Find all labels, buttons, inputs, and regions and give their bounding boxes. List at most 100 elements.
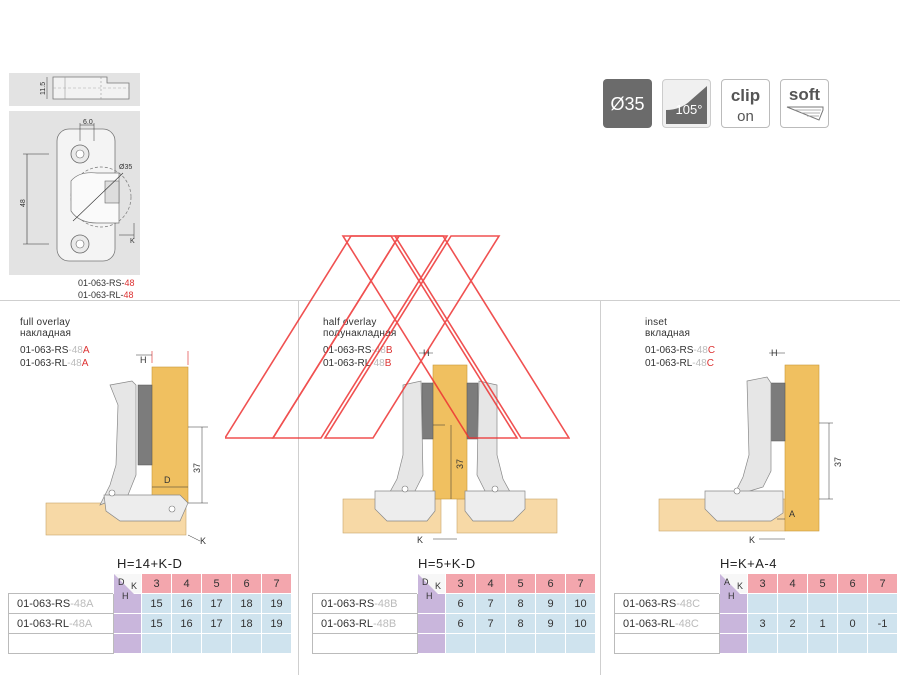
top-code-rl-base: 01-063-RL- (78, 290, 124, 300)
table-cell: 18 (231, 613, 262, 634)
top-code-rs: 01-063-RS-48 (78, 278, 135, 288)
table-cell: 15 (141, 593, 172, 614)
panel1-dim-k: K (200, 536, 206, 545)
table-header-cell: 4 (777, 573, 808, 594)
table-cell (171, 633, 202, 654)
table-lavender-cell (719, 633, 748, 654)
row-label-text: 01-063-RS (321, 597, 375, 610)
table-header-cell: 7 (565, 573, 596, 594)
corner-top-label: D (422, 577, 429, 587)
hinge-side-view: 11.5 (9, 73, 140, 106)
dim-11-5-label: 11.5 (40, 82, 47, 95)
table-cell (777, 593, 808, 614)
row-label-text: 01-063-RS (623, 597, 677, 610)
hinge-arm (732, 376, 772, 498)
mounting-plate (103, 494, 189, 522)
hinge-arm-right (476, 380, 516, 502)
panel1-title-ru: накладная (20, 328, 72, 339)
panel2-dim-k: K (417, 535, 423, 545)
panel1-code-rs-mid: -48 (68, 345, 83, 356)
panel3-dim-a: A (789, 509, 795, 519)
table-corner: D K H (113, 573, 142, 601)
table-cell: 19 (261, 613, 292, 634)
panel1-code-rl-mid: -48 (67, 358, 82, 369)
table-row: 01-063-RS-48C (614, 593, 898, 614)
table-header-cell: 3 (747, 573, 778, 594)
soft-text: soft (789, 85, 821, 104)
top-code-rl: 01-063-RL-48 (78, 290, 134, 300)
table-cell (535, 633, 566, 654)
table-lavender-cell (113, 633, 142, 654)
panel2-dim-h: H (423, 348, 430, 358)
table-row-label (8, 633, 114, 654)
table-row-label: 01-063-RS-48C (614, 593, 720, 614)
panel3-dim-h: H (771, 348, 778, 358)
dim-48-label: 48 (20, 199, 27, 207)
panel2-title-en: half overlay (323, 317, 377, 328)
table-row (312, 633, 596, 654)
corner-top-label: A (724, 577, 730, 587)
table-cell (807, 633, 838, 654)
table-row (8, 633, 292, 654)
top-code-rs-base: 01-063-RS- (78, 278, 125, 288)
panel1-code-rl: 01-063-RL-48A (20, 358, 88, 369)
dim-k-label: K (130, 238, 135, 245)
table-header-row: D K H 3 4 5 6 7 (9, 573, 292, 601)
panel3-code-rl-mid: -48 (692, 358, 707, 369)
panel2-title-ru: полунакладная (323, 328, 397, 339)
table-cell (565, 633, 596, 654)
row-label-text: 01-063-RL (17, 617, 69, 630)
table-cell: 17 (201, 593, 232, 614)
corner-top-label: D (118, 577, 125, 587)
table-cell: 9 (535, 613, 566, 634)
table-cell (505, 633, 536, 654)
panel3-formula: H=K+A-4 (720, 556, 777, 571)
table-lavender-cell (113, 613, 142, 634)
table-cell: -1 (867, 613, 898, 634)
table-header-cell: 7 (867, 573, 898, 594)
opening-angle-badge: 105° (662, 79, 711, 128)
table-header-cell: 5 (505, 573, 536, 594)
table-header-cell: 6 (231, 573, 262, 594)
table-header-row: D K H 3 4 5 6 7 (313, 573, 596, 601)
table-cell: 17 (201, 613, 232, 634)
table-cell: 16 (171, 613, 202, 634)
corner-mid-label: K (435, 581, 441, 591)
table-cell (837, 633, 868, 654)
table-row (614, 633, 898, 654)
table-row: 01-063-RS-48B 6 7 8 9 10 (312, 593, 596, 614)
hinge-arm-left (384, 380, 424, 502)
hinge-arm (99, 380, 137, 506)
table-cell (867, 593, 898, 614)
table-header-cell: 6 (535, 573, 566, 594)
dim-35-label: Ø35 (119, 164, 132, 171)
panel2-table: D K H 3 4 5 6 7 01-063-RS-48B 6 7 8 9 10… (312, 573, 596, 654)
panel3-code-rs-base: 01-063-RS (645, 345, 694, 356)
panel3-dim-k: K (749, 535, 755, 545)
opening-angle-icon: 105° (666, 86, 707, 124)
table-header-cell: 3 (445, 573, 476, 594)
hinge-cup-right (466, 382, 479, 440)
mounting-plate (704, 490, 784, 522)
table-corner: A K H (719, 573, 748, 601)
table-cell: 7 (475, 613, 506, 634)
table-corner: D K H (417, 573, 446, 601)
table-cell: 6 (445, 613, 476, 634)
panel1-code-rs-letter: A (82, 345, 90, 356)
table-cell: 8 (505, 593, 536, 614)
corner-bot-label: H (728, 591, 735, 601)
door-panel (432, 364, 468, 500)
row-label-suffix: -48B (374, 597, 398, 610)
table-row: 01-063-RL-48B 6 7 8 9 10 (312, 613, 596, 634)
cup-diameter-icon: Ø35 (610, 94, 644, 114)
table-cell: 2 (777, 613, 808, 634)
table-blank (615, 574, 720, 594)
table-row-label (614, 633, 720, 654)
table-cell: 3 (747, 613, 778, 634)
corner-diagonal: A K H (720, 574, 747, 601)
panel3-code-rs-mid: -48 (693, 345, 708, 356)
mounting-plate-left (374, 490, 436, 522)
table-cell (141, 633, 172, 654)
table-cell: 8 (505, 613, 536, 634)
table-header-cell: 4 (171, 573, 202, 594)
